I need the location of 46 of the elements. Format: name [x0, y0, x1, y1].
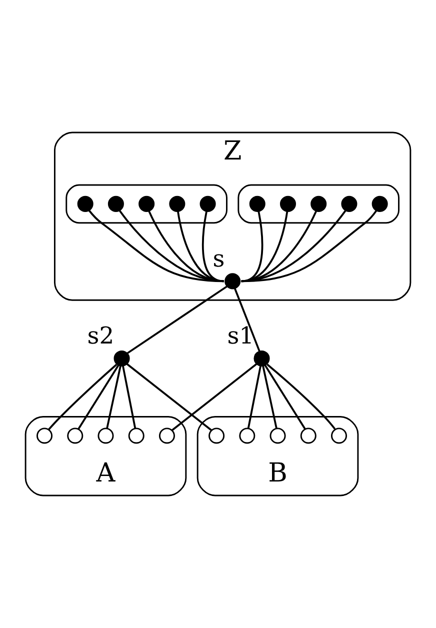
- connector: [234, 288, 260, 352]
- node-circle: [114, 350, 130, 366]
- connector: [241, 210, 347, 282]
- node-circle: [98, 428, 114, 444]
- connector: [48, 364, 118, 430]
- node-circle: [67, 428, 84, 444]
- node-circle: [372, 196, 388, 212]
- connector: [78, 364, 120, 430]
- connector: [264, 364, 306, 430]
- connector: [172, 363, 258, 431]
- node-circle: [280, 196, 296, 212]
- node-label: s1: [227, 322, 254, 350]
- connector: [262, 366, 278, 428]
- node-circle: [270, 428, 286, 444]
- node-circle: [169, 196, 186, 212]
- cluster: [66, 184, 228, 224]
- node-circle: [138, 196, 155, 212]
- connector: [241, 211, 264, 282]
- node-circle: [36, 428, 53, 444]
- node-circle: [108, 196, 124, 212]
- node-circle: [200, 196, 216, 212]
- connector: [122, 366, 136, 428]
- connector: [126, 285, 228, 354]
- connector: [106, 366, 122, 428]
- cluster: B: [196, 416, 359, 496]
- connector: [266, 364, 336, 430]
- node-circle: [300, 428, 316, 444]
- node-label: s: [212, 245, 225, 272]
- cluster: [238, 184, 400, 224]
- connector: [126, 363, 212, 431]
- node-circle: [224, 273, 241, 290]
- node-circle: [330, 428, 348, 444]
- node-circle: [208, 428, 225, 444]
- node-label: s2: [87, 322, 114, 350]
- node-circle: [254, 350, 270, 366]
- connector: [241, 211, 288, 282]
- node-circle: [341, 196, 358, 212]
- node-circle: [249, 196, 266, 212]
- node-circle: [310, 196, 327, 212]
- node-circle: [77, 196, 94, 212]
- node-circle: [239, 428, 256, 444]
- cluster: A: [24, 416, 187, 496]
- connector: [247, 366, 262, 428]
- node-circle: [158, 428, 175, 444]
- connector: [241, 210, 317, 282]
- node-circle: [128, 428, 144, 444]
